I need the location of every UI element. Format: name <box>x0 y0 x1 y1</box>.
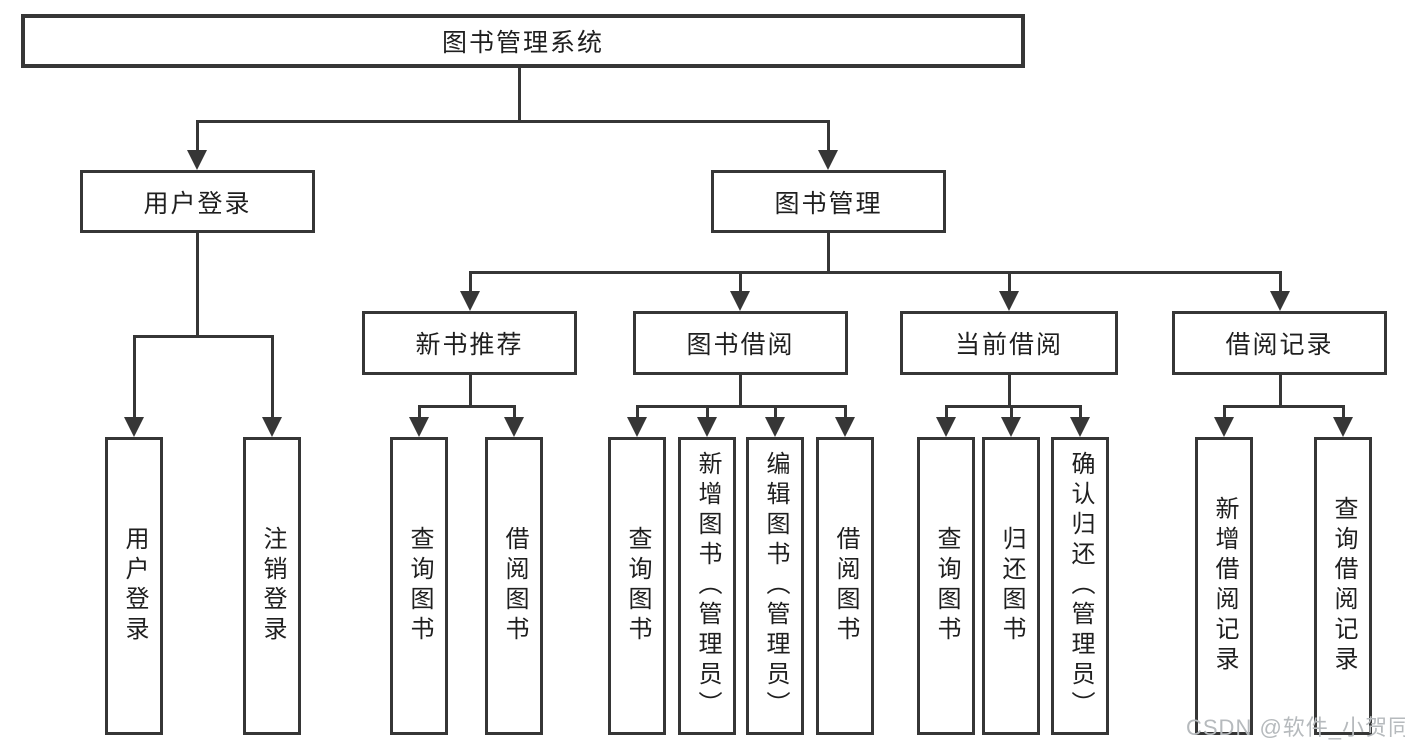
node-label: 新增图书（管理员） <box>694 451 721 721</box>
connector-line <box>637 405 845 408</box>
connector-line <box>739 375 742 405</box>
node-borrow-books: 借阅图书 <box>485 437 543 735</box>
connector-line <box>196 233 199 335</box>
connector-line <box>1224 405 1343 408</box>
node-new-book-recommendation: 新书推荐 <box>362 311 577 375</box>
node-label: 借阅图书 <box>832 526 859 646</box>
node-label: 查询图书 <box>406 526 433 646</box>
node-query-books: 查询图书 <box>608 437 666 735</box>
node-label: 用户登录 <box>143 189 252 218</box>
node-label: 借阅图书 <box>501 526 528 646</box>
node-book-borrowing: 图书借阅 <box>633 311 848 375</box>
node-label: 编辑图书（管理员） <box>762 451 789 721</box>
node-query-books: 查询图书 <box>917 437 975 735</box>
node-book-management: 图书管理 <box>711 170 946 233</box>
connector-line <box>827 233 830 271</box>
node-edit-book-admin: 编辑图书（管理员） <box>746 437 804 735</box>
node-borrow-books: 借阅图书 <box>816 437 874 735</box>
node-label: 借阅记录 <box>1225 331 1334 359</box>
node-root: 图书管理系统 <box>21 14 1025 68</box>
node-root-label: 图书管理系统 <box>441 29 604 57</box>
connector-line <box>470 271 1280 274</box>
node-label: 确认归还（管理员） <box>1067 451 1094 721</box>
connector-line <box>419 405 514 408</box>
node-label: 注销登录 <box>259 526 286 646</box>
node-label: 查询图书 <box>933 526 960 646</box>
node-user-login: 用户登录 <box>105 437 163 735</box>
connector-line <box>518 68 521 120</box>
node-query-books: 查询图书 <box>390 437 448 735</box>
connector-line <box>469 375 472 405</box>
node-label: 新书推荐 <box>415 331 524 359</box>
node-label: 归还图书 <box>998 526 1025 646</box>
connector-line <box>946 405 1080 408</box>
node-label: 用户登录 <box>121 526 148 646</box>
node-label: 图书借阅 <box>686 331 795 359</box>
node-current-borrowing: 当前借阅 <box>900 311 1118 375</box>
node-label: 查询借阅记录 <box>1330 496 1357 676</box>
node-query-borrow-record: 查询借阅记录 <box>1314 437 1372 735</box>
node-label: 新增借阅记录 <box>1211 496 1238 676</box>
connector-line <box>134 335 274 338</box>
node-borrowing-records: 借阅记录 <box>1172 311 1387 375</box>
connector-line <box>1279 375 1282 405</box>
node-logout: 注销登录 <box>243 437 301 735</box>
watermark: CSDN @软件_小贺同学 <box>1186 715 1405 740</box>
node-confirm-return-admin: 确认归还（管理员） <box>1051 437 1109 735</box>
node-label: 当前借阅 <box>954 331 1063 359</box>
connector-line <box>1008 375 1011 405</box>
node-label: 图书管理 <box>774 189 883 218</box>
node-add-borrow-record: 新增借阅记录 <box>1195 437 1253 735</box>
node-return-books: 归还图书 <box>982 437 1040 735</box>
node-user-login-branch: 用户登录 <box>80 170 315 233</box>
node-label: 查询图书 <box>624 526 651 646</box>
connector-line <box>197 120 829 123</box>
node-add-book-admin: 新增图书（管理员） <box>678 437 736 735</box>
